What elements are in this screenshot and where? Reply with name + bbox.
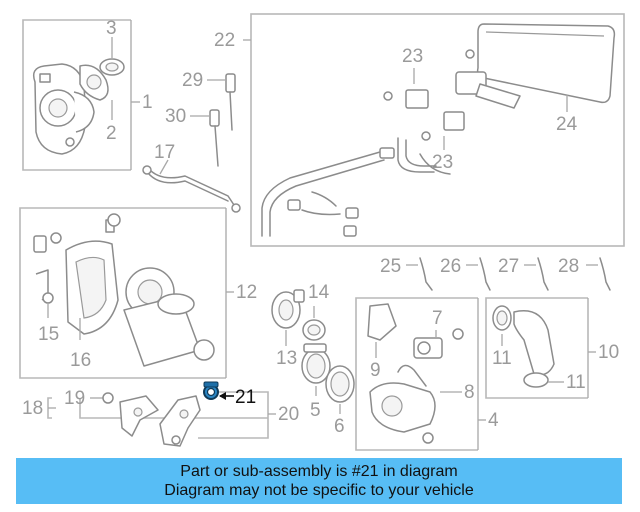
group-1-box (22, 19, 140, 171)
gasket-3-illustration (99, 58, 125, 76)
callout-5: 5 (310, 400, 321, 421)
housing-illustration (369, 364, 436, 444)
bracket-23-illustration (383, 49, 521, 141)
callout-2: 2 (106, 123, 117, 144)
hoses-illustration (261, 137, 451, 237)
pipes-25-28-illustration (419, 257, 611, 291)
info-banner: Part or sub-assembly is #21 in diagram D… (16, 458, 622, 504)
gasket-6-illustration (325, 365, 355, 403)
group-22-box (243, 13, 625, 247)
callout-21: 21 (235, 387, 256, 408)
part-21-leader (219, 392, 234, 400)
callout-8: 8 (464, 382, 475, 403)
sensor-29-illustration (225, 73, 236, 131)
callout-26: 26 (440, 256, 461, 277)
callout-4: 4 (488, 410, 499, 431)
sensor-30-illustration (209, 109, 220, 167)
turbocharger-illustration (33, 213, 215, 367)
callout-13: 13 (276, 348, 297, 369)
banner-line-disclaimer: Diagram may not be specific to your vehi… (164, 482, 474, 499)
intercooler-24-illustration (476, 23, 616, 104)
callout-29: 29 (182, 70, 203, 91)
callout-17: 17 (154, 142, 175, 163)
part-21-highlighted-illustration (203, 381, 219, 400)
callout-30: 30 (165, 106, 186, 127)
bracket-15-illustration (35, 269, 54, 304)
callout-14: 14 (308, 282, 330, 303)
callout-9: 9 (370, 360, 381, 381)
bracket-20-illustration (102, 392, 201, 447)
clamp-5-illustration (301, 343, 331, 384)
callout-12: 12 (236, 282, 257, 303)
group-18-bracket (47, 397, 268, 419)
group-12-box (19, 207, 234, 379)
callout-19: 19 (64, 388, 85, 409)
callout-18: 18 (22, 398, 43, 419)
callout-3: 3 (106, 18, 117, 39)
callout-11-left: 11 (492, 348, 512, 369)
callout-15: 15 (38, 324, 59, 345)
duct-illustration (492, 305, 555, 388)
turbo-housing-illustration (32, 63, 95, 155)
callout-27: 27 (498, 256, 519, 277)
callout-20: 20 (278, 404, 299, 425)
gasket-2-illustration (79, 64, 109, 101)
group-10-box (485, 297, 596, 399)
group-4-box (355, 297, 486, 451)
callout-25: 25 (380, 256, 401, 277)
callout-7: 7 (432, 308, 443, 329)
callout-24: 24 (556, 114, 578, 135)
callout-6: 6 (334, 416, 345, 437)
group-20-box (198, 391, 276, 439)
callout-28: 28 (558, 256, 579, 277)
callout-22: 22 (214, 30, 235, 51)
pipe-17-illustration (142, 165, 241, 213)
actuator-7-illustration (413, 328, 464, 359)
clamp-13-illustration (271, 289, 305, 329)
callout-16: 16 (70, 350, 91, 371)
banner-line-part: Part or sub-assembly is #21 in diagram (180, 463, 458, 480)
callout-11-right: 11 (566, 372, 586, 393)
gasket-14-illustration (302, 319, 326, 341)
callout-10: 10 (598, 342, 619, 363)
callout-23-lower: 23 (432, 152, 453, 173)
shield-9-illustration (367, 303, 397, 341)
callout-1: 1 (142, 92, 153, 113)
callout-23-upper: 23 (402, 46, 423, 67)
